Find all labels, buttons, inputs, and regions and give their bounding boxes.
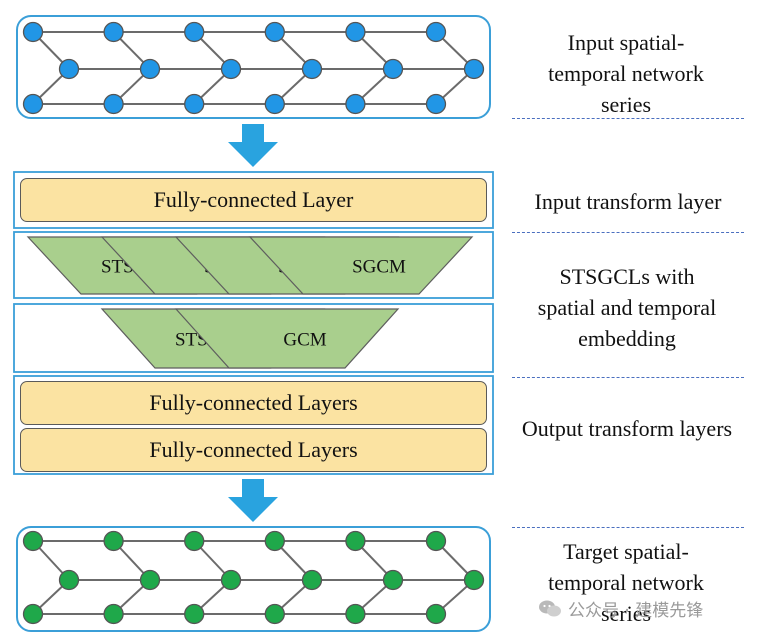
down-arrow-bottom [228,479,278,522]
input-network-graph [22,21,485,115]
graph-node [139,58,161,80]
label-input-transform: Input transform layer [534,189,722,214]
graph-node [425,21,447,43]
graph-node [58,569,80,591]
fc-output-layer-1: Fully-connected Layers [20,381,487,425]
graph-node [264,603,285,625]
label-target-network: Target spatial- temporal network series [548,539,704,626]
graph-node [103,93,124,115]
stsgcl-frame-1 [13,231,494,299]
stsgcm-row-2: STSGCMGCM [100,308,400,369]
graph-node [22,603,44,625]
graph-node [345,603,366,625]
graph-node [58,58,80,80]
graph-node [345,21,366,43]
graph-node [220,58,242,80]
stsgcm-row-1: STSGCMSGCMSGCMSGCM [26,236,474,295]
graph-node [382,58,404,80]
graph-node [345,530,366,552]
graph-node [264,93,285,115]
target-network-frame [16,526,491,632]
graph-node [425,93,447,115]
graph-node [345,93,366,115]
fc-output-label-2: Fully-connected Layers [149,437,358,462]
divider-4 [512,527,744,528]
graph-node [463,569,485,591]
graph-node [382,569,404,591]
divider-2 [512,232,744,233]
graph-node [103,603,124,625]
fc-input-label: Fully-connected Layer [153,187,354,212]
label-input-network: Input spatial- temporal network series [548,30,704,117]
output-transform-frame [13,375,494,475]
wechat-icon [539,600,561,616]
divider-3 [512,377,744,378]
stsgcm-label: GCM [283,330,326,351]
graph-node [22,21,44,43]
stsgcm-trapezoid [248,236,474,295]
stsgcm-label: SGCM [352,257,406,278]
divider-1 [512,118,744,119]
fc-output-label-1: Fully-connected Layers [149,390,358,415]
graph-node [184,21,205,43]
graph-node [301,569,323,591]
graph-node [22,530,44,552]
graph-node [301,58,323,80]
graph-node [220,569,242,591]
graph-node [463,58,485,80]
graph-node [425,603,447,625]
input-network-frame [16,15,491,119]
graph-node [103,21,124,43]
label-stsgcl: STSGCLs with spatial and temporal embedd… [537,264,717,351]
graph-node [425,530,447,552]
stsgcm-trapezoid [174,308,400,369]
label-output-transform: Output transform layers [521,416,733,441]
graph-node [139,569,161,591]
input-transform-frame [13,171,494,229]
fc-input-layer: Fully-connected Layer [20,178,487,222]
target-network-graph [22,530,485,625]
stsgcl-frame-2 [13,303,494,373]
graph-node [184,93,205,115]
graph-node [264,530,285,552]
down-arrow-top [228,124,278,167]
fc-output-layer-2: Fully-connected Layers [20,428,487,472]
watermark: 公众号 · 建模先锋 [538,596,703,621]
graph-node [184,530,205,552]
graph-node [264,21,285,43]
graph-node [184,603,205,625]
graph-node [103,530,124,552]
graph-node [22,93,44,115]
watermark-text: 公众号 · 建模先锋 [568,601,704,621]
